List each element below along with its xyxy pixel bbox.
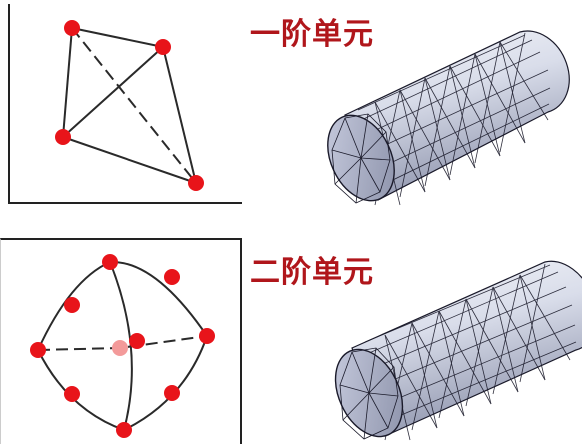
tet-edge (71, 27, 164, 48)
vertex-node-dot (199, 328, 215, 344)
first-order-element-label: 一阶单元 (250, 17, 374, 52)
curved-edge (37, 261, 111, 351)
node-dot (55, 129, 71, 145)
first-order-nodes (55, 20, 204, 191)
curved-edge (37, 349, 125, 431)
curved-edge (109, 261, 133, 431)
midside-node-dot (64, 297, 80, 313)
midside-node-dot (129, 333, 145, 349)
midside-node-dot (164, 269, 180, 285)
vertex-node-dot (102, 254, 118, 270)
second-order-element-label: 二阶单元 (250, 255, 374, 290)
curved-edge (109, 260, 208, 337)
tet-edge (162, 46, 197, 184)
first-order-tetrahedron-icon (62, 27, 197, 184)
node-dot (64, 20, 80, 36)
second-order-mesh-cylinder-icon (334, 260, 582, 441)
midside-node-dot (164, 385, 180, 401)
vertex-node-dot (30, 342, 46, 358)
first-order-mesh-cylinder-icon (327, 30, 570, 206)
hidden-midside-node-dot (112, 340, 128, 356)
curved-edge (123, 335, 208, 431)
tet-hidden-edge (71, 27, 197, 184)
first-order-element-panel (8, 4, 242, 204)
midside-node-dot (64, 386, 80, 402)
tet-edge (62, 46, 164, 138)
second-order-nodes (30, 254, 215, 438)
node-dot (155, 39, 171, 55)
tet-edge (62, 136, 197, 184)
tet-edge (62, 27, 73, 138)
vertex-node-dot (116, 422, 132, 438)
node-dot (188, 175, 204, 191)
